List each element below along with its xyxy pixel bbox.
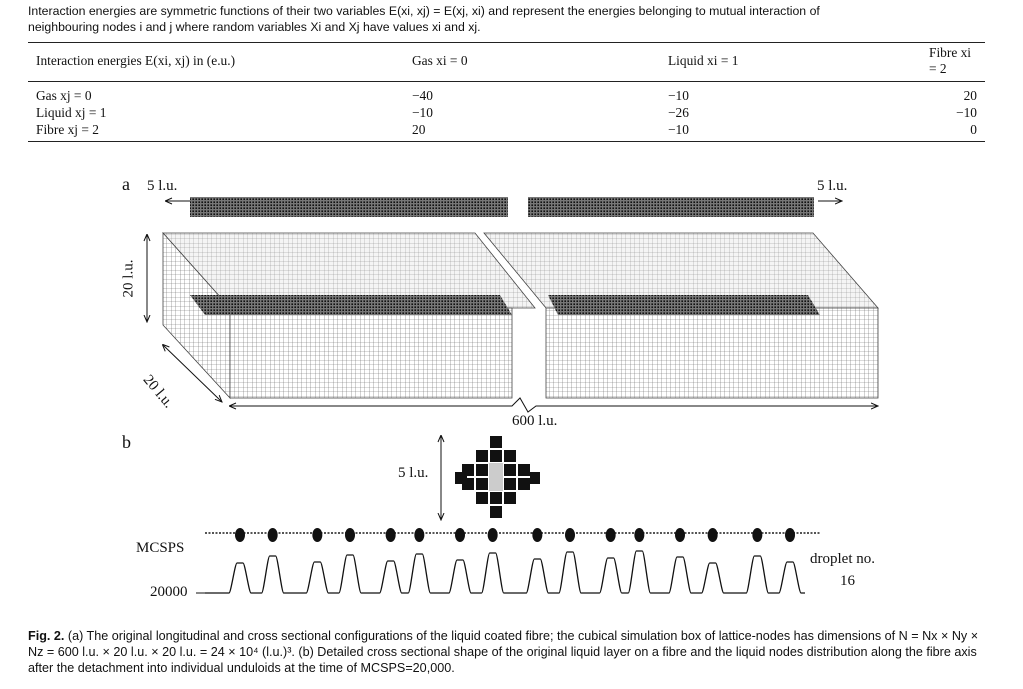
cell-value: 20	[963, 88, 977, 103]
dim-height-label: 20 l.u.	[120, 259, 137, 298]
cell-value: 0	[921, 121, 985, 142]
row-label: Liquid xj = 1	[36, 105, 107, 120]
cell-value: −10	[956, 105, 977, 120]
droplet-label: droplet no.	[810, 551, 875, 567]
table-row: Gas xj = 0 −40 −10 20	[28, 82, 985, 105]
header-gas: Gas xi = 0	[404, 42, 660, 82]
droplet-mark	[785, 528, 795, 542]
cell-value: −10	[668, 88, 689, 103]
table-header-row: Interaction energies E(xi, xj) in (e.u.)…	[28, 42, 985, 82]
dimension-arrows	[147, 201, 878, 520]
row-label: Gas xj = 0	[36, 88, 92, 103]
liquid-distribution-curve	[196, 550, 805, 594]
dim-right-5-label: 5 l.u.	[817, 178, 848, 194]
droplet-count: 16	[840, 573, 855, 589]
table-row: Fibre xj = 2 20 −10 0	[28, 121, 985, 142]
header-liquid: Liquid xi = 1	[660, 42, 921, 82]
droplet-mark	[385, 528, 396, 542]
fibre-axis-droplets	[205, 528, 820, 542]
interaction-energy-table: Interaction energies E(xi, xj) in (e.u.)…	[28, 42, 985, 142]
droplet-mark	[345, 528, 355, 542]
droplet-mark	[634, 528, 645, 542]
cell-value: 20	[404, 121, 660, 142]
mcsps-label: MCSPS	[136, 540, 185, 556]
panel-a-label: a	[122, 174, 130, 194]
header-fibre: Fibre xi = 2	[921, 42, 985, 82]
dim-length-label: 600 l.u.	[512, 413, 558, 429]
mcsps-value: 20000	[150, 584, 188, 600]
droplet-mark	[312, 528, 323, 542]
cell-value: −26	[668, 105, 689, 120]
droplet-mark	[675, 528, 685, 542]
intro-line-2: neighbouring nodes i and j where random …	[28, 20, 481, 34]
dim-cross-label: 5 l.u.	[398, 465, 429, 481]
top-fibre-strips	[190, 197, 814, 217]
cross-section-diamond	[455, 436, 540, 518]
droplet-mark	[267, 528, 278, 542]
caption-text: (a) The original longitudinal and cross …	[28, 629, 979, 675]
dim-left-5-label: 5 l.u.	[147, 178, 178, 194]
header-energy: Interaction energies E(xi, xj) in (e.u.)	[28, 42, 404, 82]
left-lattice-block	[162, 231, 536, 400]
cell-value: −40	[412, 88, 433, 103]
intro-line-1: Interaction energies are symmetric funct…	[28, 4, 820, 18]
droplet-mark	[455, 528, 465, 542]
cell-value: −10	[412, 105, 433, 120]
droplet-mark	[752, 528, 763, 542]
droplet-mark	[414, 528, 425, 542]
cell-value: −10	[660, 121, 921, 142]
row-label: Fibre xj = 2	[28, 121, 404, 142]
droplet-mark	[707, 528, 718, 542]
droplet-mark	[532, 528, 543, 542]
droplet-mark	[565, 528, 575, 542]
caption-label: Fig. 2.	[28, 629, 65, 643]
panel-b-label: b	[122, 432, 131, 452]
right-lattice-block	[483, 232, 879, 399]
table-row: Liquid xj = 1 −10 −26 −10	[28, 104, 985, 121]
droplet-mark	[235, 528, 245, 542]
droplet-mark	[605, 528, 616, 542]
figure-caption: Fig. 2. (a) The original longitudinal an…	[28, 628, 988, 676]
droplet-mark	[487, 528, 498, 542]
intro-text: Interaction energies are symmetric funct…	[28, 3, 993, 35]
